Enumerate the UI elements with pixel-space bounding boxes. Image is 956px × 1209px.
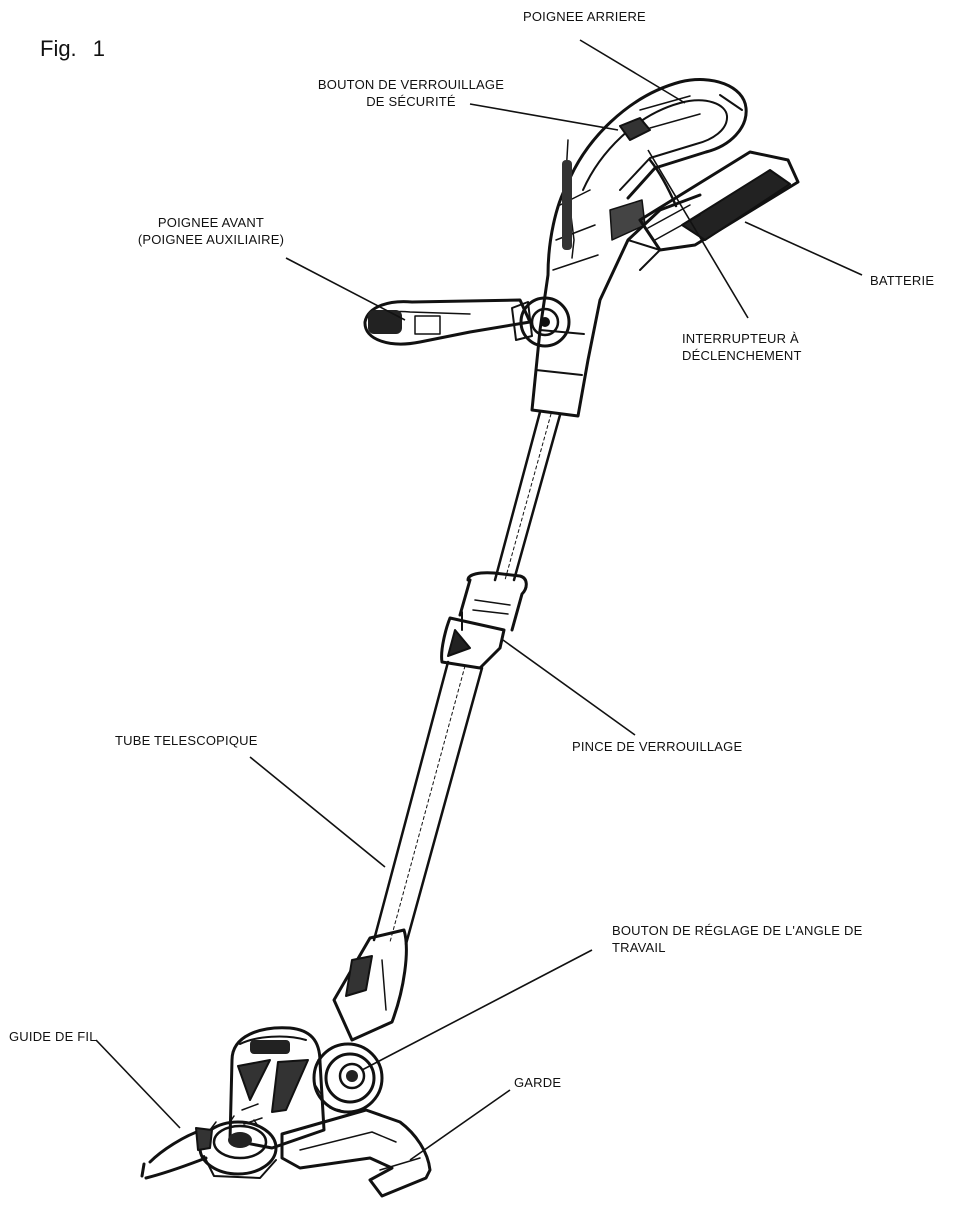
label-safety-lock-line1: BOUTON DE VERROUILLAGE [317,77,505,92]
label-battery: BATTERIE [870,273,935,288]
leader-rear-handle [579,39,686,104]
leader-lock-clamp [502,639,636,736]
label-front-handle-line1: POIGNEE AVANT [157,215,265,230]
label-trigger: INTERRUPTEUR À DÉCLENCHEMENT [682,330,802,364]
leader-battery [744,221,863,276]
rear-handle [565,78,748,200]
leader-angle-knob [361,949,593,1071]
leader-guard [409,1089,511,1161]
label-trigger-line1: INTERRUPTEUR À [682,331,799,346]
label-angle-knob-line1: BOUTON DE RÉGLAGE DE L'ANGLE DE [612,923,863,938]
figure-title: Fig. 1 [40,36,105,62]
leader-line-guide [95,1039,181,1129]
angle-adjust-knob [312,1042,384,1114]
trigger-switch [648,158,678,208]
figure-prefix: Fig. [40,36,77,61]
label-front-handle: POIGNEE AVANT (POIGNEE AUXILIAIRE) [120,214,302,248]
leader-lines [95,39,863,1161]
telescopic-tube-lower [372,660,484,946]
label-angle-knob: BOUTON DE RÉGLAGE DE L'ANGLE DE TRAVAIL [612,922,862,956]
label-lock-clamp: PINCE DE VERROUILLAGE [572,739,743,754]
label-safety-lock-line2: DE SÉCURITÉ [366,94,456,109]
angle-adjust-housing [332,928,408,1042]
label-trigger-line2: DÉCLENCHEMENT [682,348,802,363]
handle-housing [530,139,702,418]
telescopic-tube-upper [493,410,562,582]
battery-pack [627,150,800,271]
leader-telescopic-tube [249,756,386,868]
locking-clamp [440,571,528,670]
line-guide [140,1127,213,1180]
label-telescopic-tube: TUBE TELESCOPIQUE [115,733,258,748]
label-guard: GARDE [514,1075,562,1090]
label-front-handle-line2: (POIGNEE AUXILIAIRE) [137,232,285,247]
safety-lock-button [619,117,651,141]
spool-head [198,1115,278,1179]
leader-front-handle [285,257,406,321]
label-line-guide: GUIDE DE FIL [9,1029,97,1044]
leader-trigger [647,149,749,319]
leader-safety-lock [469,103,619,131]
guard [280,1108,432,1198]
label-angle-knob-line2: TRAVAIL [612,940,666,955]
figure-number: 1 [92,36,105,61]
front-handle [363,296,571,348]
label-safety-lock: BOUTON DE VERROUILLAGE DE SÉCURITÉ [302,76,520,110]
label-rear-handle: POIGNEE ARRIERE [523,9,646,24]
motor-head [228,1026,326,1150]
